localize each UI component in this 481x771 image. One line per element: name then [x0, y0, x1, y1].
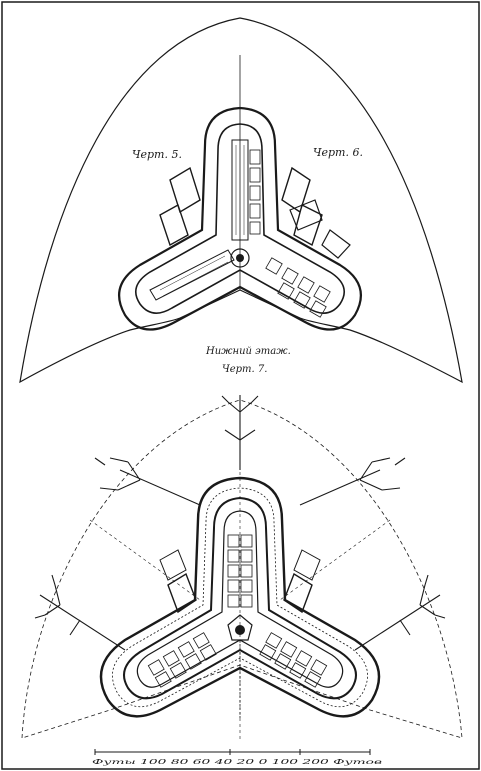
north-rooms: [227, 534, 253, 608]
se-cells: [265, 257, 331, 318]
inner-casemate: [134, 123, 346, 314]
dashed-glacis: [21, 399, 463, 739]
glacis-outline: [19, 17, 463, 384]
fort-inner: [136, 510, 344, 688]
upper-plan: [19, 17, 463, 384]
sw-corridor: [149, 249, 235, 301]
sw-rooms: [147, 632, 217, 688]
scale-label: Футы 100 80 60 40 20 0 100 200 Футов: [92, 758, 382, 766]
fig5-label: Черт. 5.: [132, 148, 182, 161]
east-gorge-block: [289, 199, 323, 231]
fig7-label: Черт. 7.: [222, 364, 267, 375]
countermine-galleries: [34, 395, 446, 651]
se-rooms: [259, 632, 328, 688]
central-keep: [227, 614, 253, 641]
lower-plan: [21, 395, 463, 740]
fig6-label: Черт. 6.: [313, 146, 363, 159]
fort-body: [123, 496, 357, 700]
scale-bar: [94, 749, 371, 755]
east-caponier: [281, 166, 323, 247]
north-corridor: [231, 139, 249, 241]
outer-ditch: [99, 476, 381, 718]
north-cells: [249, 149, 261, 235]
lower-floor-label: Нижний этаж.: [205, 346, 291, 357]
outer-rampart: [118, 106, 362, 331]
west-caponier-lower: [167, 572, 197, 614]
east-outwork: [321, 229, 351, 259]
central-core: [230, 248, 250, 268]
west-caponier: [159, 166, 201, 247]
east-caponier-lower: [283, 572, 313, 614]
